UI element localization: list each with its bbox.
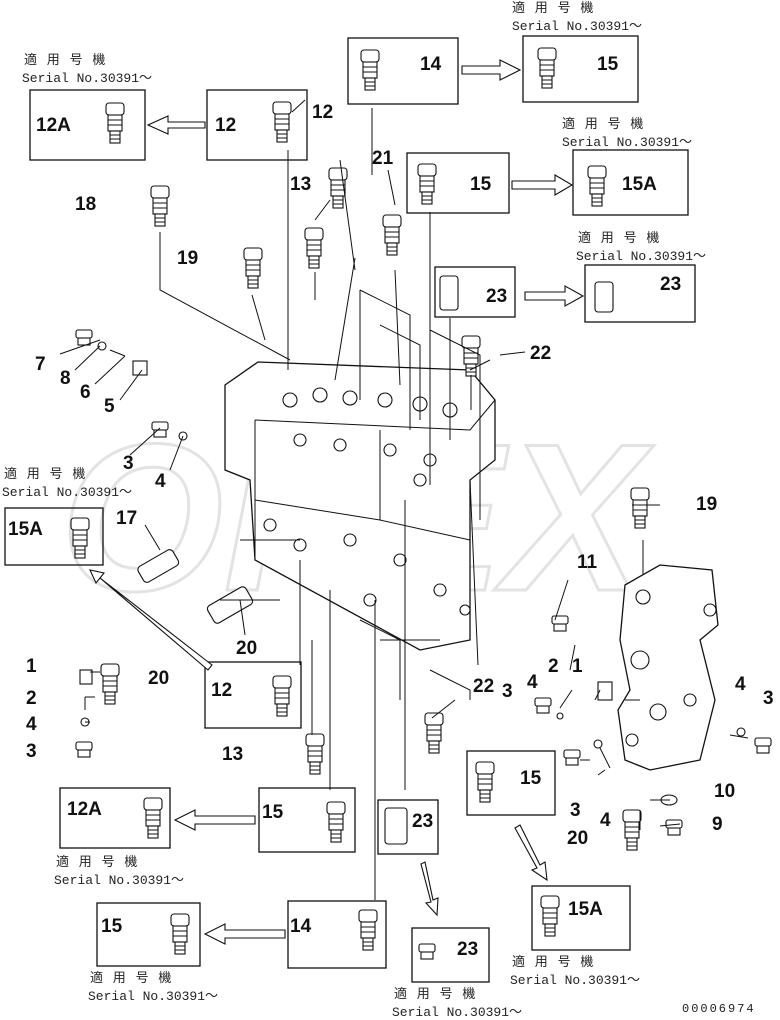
note-jp-6: 適 用 号 機 <box>56 854 138 870</box>
callout-15-a: 15 <box>597 54 619 75</box>
note-serial-9: Serial No.30391～ <box>510 973 640 988</box>
callout-8: 8 <box>60 368 71 389</box>
note-jp-8: 適 用 号 機 <box>394 986 476 1002</box>
callout-7: 7 <box>35 354 46 375</box>
callout-12A-b: 12A <box>67 799 102 820</box>
callout-12-b: 12 <box>312 102 333 123</box>
note-serial-8: Serial No.30391～ <box>392 1005 522 1020</box>
callout-1-b: 1 <box>572 656 583 677</box>
callout-3-d: 3 <box>763 688 774 709</box>
callout-19-b: 20 <box>567 828 588 849</box>
callout-21-b: 22 <box>473 676 494 697</box>
callout-23-c: 23 <box>412 811 433 832</box>
note-serial-6: Serial No.30391～ <box>54 873 184 888</box>
callout-5: 5 <box>104 396 115 417</box>
callout-12-a: 12 <box>215 115 236 136</box>
callout-3-a: 3 <box>123 453 134 474</box>
callout-15A-b: 15A <box>8 519 43 540</box>
callout-16: 17 <box>116 508 137 529</box>
callout-4-c: 4 <box>527 672 538 693</box>
callout-15A-a: 15A <box>622 174 657 195</box>
callout-18-a: 19 <box>177 248 198 269</box>
callout-23-a: 23 <box>486 286 507 307</box>
callout-23-d: 23 <box>457 939 478 960</box>
callout-3-b: 3 <box>26 741 37 762</box>
callout-11: 11 <box>577 552 598 573</box>
note-jp-1: 適 用 号 機 <box>24 52 106 68</box>
callout-15-c: 15 <box>520 768 542 789</box>
callout-22: 21 <box>372 148 394 169</box>
note-serial-5: Serial No.30391～ <box>2 485 132 500</box>
direction-arrows <box>89 59 585 945</box>
note-jp-2: 適 用 号 機 <box>512 0 594 16</box>
applicability-notes: 適 用 号 機 Serial No.30391～ 適 用 号 機 Serial … <box>2 0 706 1020</box>
note-jp-7: 適 用 号 機 <box>90 970 172 986</box>
callout-4-a: 4 <box>155 471 166 492</box>
note-jp-5: 適 用 号 機 <box>4 466 86 482</box>
callout-19-a: 20 <box>148 668 169 689</box>
callout-18-b: 19 <box>696 494 717 515</box>
callout-17: 18 <box>75 194 96 215</box>
callout-14-b: 14 <box>290 916 312 937</box>
note-serial-2: Serial No.30391～ <box>512 19 642 34</box>
callout-3-e: 3 <box>570 800 581 821</box>
callout-15-e: 15 <box>101 916 123 937</box>
note-jp-3: 適 用 号 機 <box>562 116 644 132</box>
callout-21-a: 22 <box>530 343 551 364</box>
callout-2-a: 2 <box>26 688 37 709</box>
note-serial-3: Serial No.30391～ <box>562 135 692 150</box>
callout-15A-c: 15A <box>568 899 603 920</box>
callout-3-c: 3 <box>502 681 513 702</box>
component-parts <box>70 47 772 960</box>
note-jp-4: 適 用 号 機 <box>578 230 660 246</box>
note-serial-4: Serial No.30391～ <box>576 249 706 264</box>
callout-14-a: 14 <box>420 54 442 75</box>
callout-6: 6 <box>80 382 91 403</box>
callout-labels: 12A 12 12 14 15 21 15 15A 13 18 19 23 23… <box>8 54 774 960</box>
note-serial-1: Serial No.30391～ <box>22 71 152 86</box>
callout-1-a: 1 <box>26 656 37 677</box>
auxiliary-valve-body <box>617 564 719 771</box>
note-serial-7: Serial No.30391～ <box>88 989 218 1004</box>
callout-12A-a: 12A <box>36 115 71 136</box>
callout-15-d: 15 <box>262 802 284 823</box>
serial-boxes <box>4 35 696 983</box>
note-jp-9: 適 用 号 機 <box>512 954 594 970</box>
callout-9: 9 <box>712 814 723 835</box>
callout-4-e: 4 <box>600 810 611 831</box>
callout-12-c: 12 <box>211 680 232 701</box>
callout-23-b: 23 <box>660 274 681 295</box>
control-valve-body <box>224 361 496 651</box>
callout-4-b: 4 <box>26 714 37 735</box>
callout-4-d: 4 <box>735 674 746 695</box>
callout-13-a: 13 <box>290 174 311 195</box>
callout-20: 20 <box>236 638 257 659</box>
callout-15-b: 15 <box>470 174 492 195</box>
callout-13-b: 13 <box>222 744 243 765</box>
callout-10: 10 <box>714 781 735 802</box>
leader-lines <box>59 99 749 900</box>
callout-2-b: 2 <box>548 656 559 677</box>
drawing-code: 00006974 <box>682 1002 756 1016</box>
